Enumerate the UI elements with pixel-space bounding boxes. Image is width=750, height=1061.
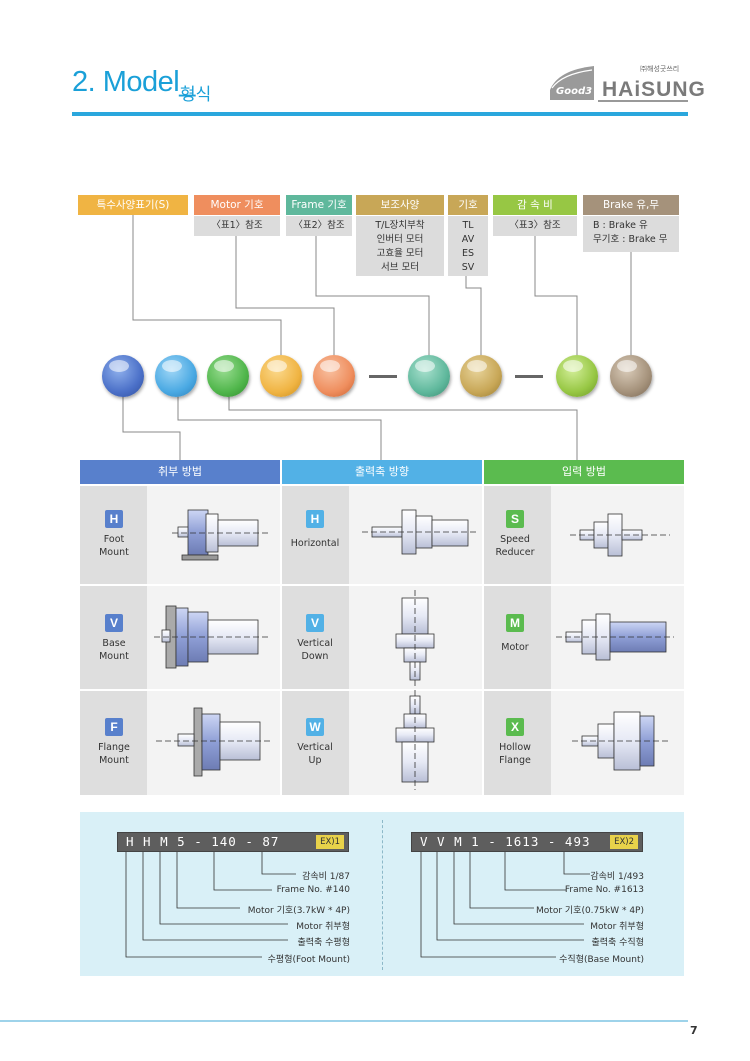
badge-code-X: X [506, 718, 524, 736]
cell-drawing-bg [147, 691, 280, 795]
cell-drawing-bg [551, 691, 684, 795]
code-sub-motor: 〈표1〉참조 [194, 216, 280, 236]
cell-label-bg [80, 486, 147, 584]
badge-code-M: M [506, 614, 524, 632]
code-box-motor: Motor 기호 [194, 195, 280, 215]
logo-good3: Good3 [556, 86, 593, 97]
example-2-label-output: 출력축 수직형 [591, 938, 644, 948]
dash-separator [369, 375, 397, 378]
dash-separator [515, 375, 543, 378]
example-2-label-frame: Frame No. #1613 [564, 885, 644, 895]
circle-input [207, 355, 249, 397]
badge-code-H: H [105, 510, 123, 528]
circle-ratio [556, 355, 598, 397]
cell-label-bg [484, 691, 551, 795]
circle-output [155, 355, 197, 397]
footer-rule [0, 1020, 688, 1022]
examples-divider [382, 820, 383, 970]
circle-aux [408, 355, 450, 397]
badge-code-H: H [306, 510, 324, 528]
cell-drawing-bg [349, 486, 482, 584]
cell-label-bg [282, 586, 349, 689]
code-sub-brake: B : Brake 유 무기호 : Brake 무 [583, 216, 679, 252]
example-2-tag: EX)2 [610, 835, 638, 849]
input-label-motor: Motor [501, 642, 529, 653]
example-2-label-mounting: 수직형(Base Mount) [559, 955, 644, 965]
circle-mounting [102, 355, 144, 397]
cell-drawing-bg [349, 586, 482, 689]
code-sub-aux: T/L장치부착 인버터 모터 고효율 모터 서브 모터 [356, 216, 444, 276]
example-1-code: H H M 5 - 140 - 87 EX)1 [117, 832, 349, 852]
example-1-tag: EX)1 [316, 835, 344, 849]
example-2-label-motor: Motor 기호(0.75kW * 4P) [536, 906, 644, 916]
code-sub-aux-code: TL AV ES SV [448, 216, 488, 276]
code-box-brake: Brake 유,무 [583, 195, 679, 215]
logo-wordmark: HAiSUNG [602, 78, 706, 101]
cell-label-bg [282, 486, 349, 584]
badge-code-S: S [506, 510, 524, 528]
cell-label-bg [80, 586, 147, 689]
circle-frame [313, 355, 355, 397]
code-box-aux: 보조사양 [356, 195, 444, 215]
header-rule [72, 112, 688, 116]
column-header-output: 출력축 방향 [282, 460, 482, 484]
cell-drawing-bg [349, 691, 482, 795]
column-header-input: 입력 방법 [484, 460, 684, 484]
example-1-label-output: 출력축 수평형 [297, 938, 350, 948]
cell-drawing-bg [147, 486, 280, 584]
circle-aux-code [460, 355, 502, 397]
code-sub-frame: 〈표2〉참조 [286, 216, 352, 236]
code-sub-ratio: 〈표3〉참조 [493, 216, 577, 236]
example-1-label-frame: Frame No. #140 [276, 885, 350, 895]
badge-code-V: V [105, 614, 123, 632]
badge-code-F: F [105, 718, 123, 736]
output-label-horizontal: Horizontal [290, 538, 340, 549]
page-title: 2. Model_ [72, 66, 195, 98]
example-2-label-motor-mount: Motor 취부형 [590, 922, 644, 932]
code-box-special: 특수사양표기(S) [78, 195, 188, 215]
code-box-ratio: 감 속 비 [493, 195, 577, 215]
logo-company-name: ㈜해성굿쓰리 [640, 65, 680, 73]
example-1-label-ratio: 감속비 1/87 [302, 872, 350, 882]
example-1-label-motor-mount: Motor 취부형 [296, 922, 350, 932]
badge-code-W: W [306, 718, 324, 736]
cell-label-bg [484, 486, 551, 584]
cell-label-bg [282, 691, 349, 795]
example-1-label-mounting: 수평형(Foot Mount) [267, 955, 350, 965]
badge-code-V: V [306, 614, 324, 632]
code-box-aux-code: 기호 [448, 195, 488, 215]
example-2-label-ratio: 감속비 1/493 [590, 872, 644, 882]
haisung-logo [550, 66, 688, 102]
code-box-frame: Frame 기호 [286, 195, 352, 215]
cell-drawing-bg [551, 586, 684, 689]
cell-label-bg [484, 586, 551, 689]
circle-motor [260, 355, 302, 397]
cell-drawing-bg [551, 486, 684, 584]
cell-drawing-bg [147, 586, 280, 689]
example-1-label-motor: Motor 기호(3.7kW * 4P) [247, 906, 350, 916]
circle-brake [610, 355, 652, 397]
page-subtitle: 형식 [180, 85, 212, 105]
example-2-code: V V M 1 - 1613 - 493 EX)2 [411, 832, 643, 852]
column-header-mounting: 취부 방법 [80, 460, 280, 484]
cell-label-bg [80, 691, 147, 795]
page-number: 7 [690, 1024, 698, 1037]
